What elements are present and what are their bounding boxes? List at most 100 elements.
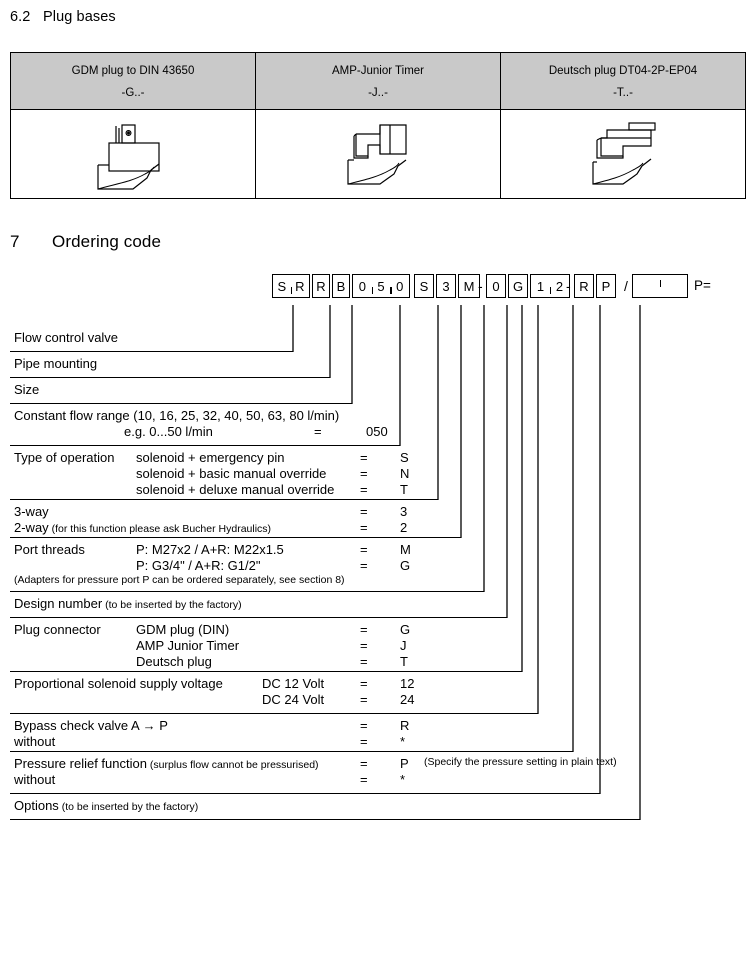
legend-equals: = (360, 450, 368, 465)
legend-equals: = (360, 622, 368, 637)
legend-label: Constant flow range (10, 16, 25, 32, 40,… (14, 408, 340, 423)
section-title-7: Ordering code (52, 232, 162, 251)
plug-code-deutsch: -T..- (613, 86, 633, 99)
code-box-b2[interactable]: R (312, 274, 330, 298)
legend-row-size: Size (10, 378, 746, 404)
legend-row-constant-flow-range: Constant flow range (10, 16, 25, 32, 40,… (10, 404, 746, 446)
legend-row-rule (10, 590, 484, 592)
code-char: P (601, 278, 611, 294)
legend-line: Pressure relief function (surplus flow c… (14, 756, 746, 772)
legend-code: P (400, 756, 409, 771)
legend-equals: = (314, 424, 322, 439)
code-box-b13[interactable] (632, 274, 688, 298)
section-title: Plug bases (43, 9, 116, 25)
legend-line: Flow control valve (14, 330, 746, 346)
legend-equals: = (360, 520, 368, 535)
plug-bases-image-row (10, 109, 746, 199)
legend-description: P: G3/4" / A+R: G1/2" (136, 558, 261, 573)
legend-line: 2-way (for this function please ask Buch… (14, 520, 746, 536)
plug-column-gdm: GDM plug to DIN 43650 -G..- (10, 52, 256, 110)
legend-row-supply-voltage: Proportional solenoid supply voltage DC 1… (10, 672, 746, 714)
code-box-b11[interactable]: R (574, 274, 594, 298)
legend-label: Proportional solenoid supply voltage (14, 676, 223, 691)
legend-description: Deutsch plug (136, 654, 212, 669)
legend-row-flow-control-valve: Flow control valve (10, 326, 746, 352)
code-box-b6[interactable]: 3 (436, 274, 456, 298)
legend-label: without (14, 772, 56, 787)
legend-equals: = (360, 542, 368, 557)
legend-line: Pipe mounting (14, 356, 746, 372)
legend-description: AMP Junior Timer (136, 638, 240, 653)
legend-line: 3-way=3 (14, 504, 746, 520)
code-char: G (512, 278, 524, 294)
plug-image-cell-gdm (10, 109, 256, 199)
legend-equals: = (360, 692, 368, 707)
legend-label: Flow control valve (14, 330, 119, 345)
legend-equals: = (360, 482, 368, 497)
code-box-b12[interactable]: P (596, 274, 616, 298)
legend-label: Options (to be inserted by the factory) (14, 798, 199, 813)
legend-equals: = (360, 718, 368, 733)
code-char: R (290, 280, 309, 294)
plug-column-deutsch: Deutsch plug DT04-2P-EP04 -T..- (500, 52, 746, 110)
code-box-b9[interactable]: G (508, 274, 528, 298)
legend-equals: = (360, 772, 368, 787)
code-char: 0 (492, 278, 500, 294)
code-box-b8[interactable]: 0 (486, 274, 506, 298)
legend-row-pressure-relief-function: Pressure relief function (surplus flow c… (10, 752, 746, 794)
legend-note: (surplus flow cannot be pressurised) (146, 759, 319, 771)
code-char: 0 (358, 278, 366, 294)
legend-label: 2-way (for this function please ask Buch… (14, 520, 272, 535)
legend-code: N (400, 466, 410, 481)
plug-name-gdm: GDM plug to DIN 43650 (71, 65, 195, 77)
legend-description: P: M27x2 / A+R: M22x1.5 (136, 542, 284, 557)
legend-label: without (14, 734, 56, 749)
legend-description: DC 12 Volt (262, 676, 325, 691)
code-char: 2 (550, 280, 569, 294)
code-box-b7[interactable]: M (458, 274, 480, 298)
code-box-b5[interactable]: S (414, 274, 434, 298)
section-number-7: 7 (10, 232, 20, 251)
legend-line: without=* (14, 772, 746, 788)
legend-code: J (400, 638, 407, 653)
legend-code: 2 (400, 520, 408, 535)
legend-code: G (400, 558, 411, 573)
plug-image-cell-deutsch (500, 109, 746, 199)
legend-equals: = (360, 756, 368, 771)
legend-code: T (400, 482, 408, 497)
code-box-b3[interactable]: B (332, 274, 350, 298)
code-char: M (463, 278, 475, 294)
section-number: 6.2 (10, 9, 31, 25)
legend-line: Constant flow range (10, 16, 25, 32, 40,… (14, 408, 746, 424)
plug-image-cell-amp (255, 109, 501, 199)
plug-name-deutsch: Deutsch plug DT04-2P-EP04 (548, 65, 698, 77)
legend-code: 050 (366, 424, 388, 439)
legend-code: M (400, 542, 411, 557)
legend-row-rule (10, 402, 352, 404)
plug-code-amp: -J..- (368, 86, 388, 99)
plug-column-amp: AMP-Junior Timer -J..- (255, 52, 501, 110)
legend-line: Design number (to be inserted by the fac… (14, 596, 746, 612)
legend-equals: = (360, 676, 368, 691)
legend-description: e.g. 0...50 l/min (124, 424, 213, 439)
code-char: B (336, 278, 346, 294)
legend-row-rule (10, 792, 600, 794)
code-separator: - (566, 278, 571, 294)
legend-equals: = (360, 654, 368, 669)
legend-description: DC 24 Volt (262, 692, 325, 707)
legend-row-rule (10, 670, 522, 672)
legend-description: solenoid + basic manual override (136, 466, 327, 481)
section-heading-ordering-code: 7 Ordering code (10, 232, 161, 252)
legend-line: P: G3/4" / A+R: G1/2"=G (14, 558, 746, 574)
